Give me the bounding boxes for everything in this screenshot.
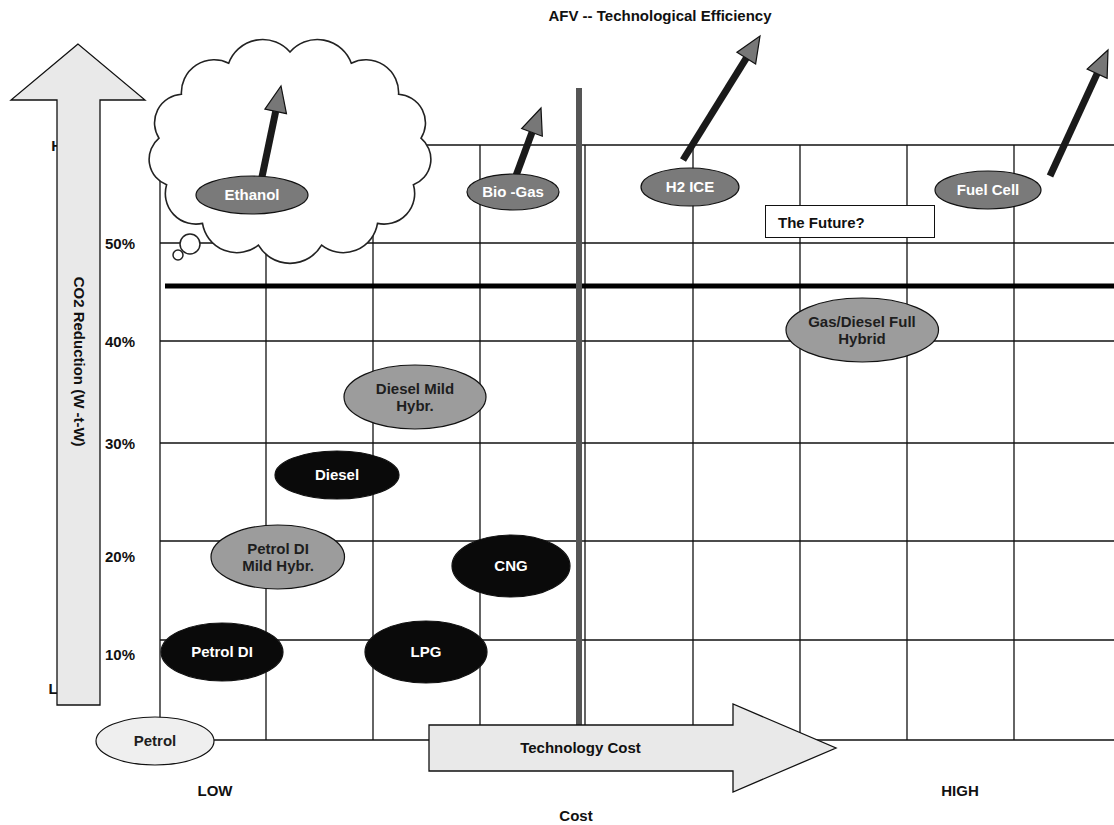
node-text: Ethanol: [225, 186, 280, 203]
ellipse-shape: [275, 451, 399, 499]
node-text: Bio -Gas: [482, 183, 544, 200]
trend-arrow-shaft: [1050, 74, 1097, 176]
fuel-ellipse: Ethanol: [195, 175, 309, 215]
thought-bubble: [180, 234, 200, 254]
node-text: Gas/Diesel Full Hybrid: [807, 313, 917, 348]
node-text: Petrol: [134, 732, 177, 749]
tick-label: 20%: [105, 548, 135, 565]
ellipse-shape: [211, 525, 345, 589]
node-text: Technology Cost: [520, 739, 641, 756]
text-area: H2 ICE: [640, 167, 740, 207]
node-text: Fuel Cell: [957, 181, 1020, 198]
node-text: CO2 Reduction (W -t-W): [70, 277, 87, 447]
tick-label: 10%: [105, 646, 135, 663]
fuel-ellipse: CNG: [451, 534, 571, 598]
ellipse-shape: [935, 171, 1041, 209]
ellipse-shape: [641, 168, 739, 206]
node-text: Diesel: [315, 466, 359, 483]
node-text: H2 ICE: [666, 178, 714, 195]
thought-cloud: [149, 40, 431, 264]
trend-arrow-head: [737, 36, 760, 64]
fuel-ellipse: Diesel Mild Hybr.: [343, 364, 487, 430]
fuel-ellipse: Petrol: [95, 716, 215, 766]
cost-divider: [576, 88, 582, 740]
fuel-ellipse: Diesel: [274, 450, 400, 500]
tick-label: 30%: [105, 435, 135, 452]
text-area: LPG: [364, 620, 488, 684]
fuel-ellipse: Petrol DI: [160, 622, 284, 682]
ellipse-shape: [452, 535, 570, 597]
arrow-shape: [11, 44, 145, 705]
node-text: CNG: [494, 557, 527, 574]
node-text: Petrol DI: [191, 643, 253, 660]
text-area: Diesel Mild Hybr.: [343, 364, 487, 430]
ellipse-shape: [96, 717, 214, 765]
fuel-ellipse: LPG: [364, 620, 488, 684]
text-area: Ethanol: [195, 175, 309, 215]
text-area: Bio -Gas: [466, 173, 560, 211]
thought-bubble: [173, 250, 183, 260]
fuel-ellipse: H2 ICE: [640, 167, 740, 207]
node-text: Petrol DI Mild Hybr.: [230, 540, 325, 575]
node-text: Diesel Mild Hybr.: [365, 380, 465, 415]
fuel-ellipse: Fuel Cell: [934, 170, 1042, 210]
text-area: Petrol: [95, 716, 215, 766]
trend-arrow-shaft: [683, 58, 746, 160]
fuel-ellipse: Bio -Gas: [466, 173, 560, 211]
ellipse-shape: [365, 621, 487, 683]
axis-arrow: CO2 Reduction (W -t-W): [10, 42, 146, 708]
text-area: Fuel Cell: [934, 170, 1042, 210]
text-area: Gas/Diesel Full Hybrid: [785, 297, 940, 363]
text-area: Petrol DI: [160, 622, 284, 682]
trend-arrow-head: [265, 86, 287, 114]
axis-arrow: Technology Cost: [428, 703, 838, 793]
fuel-ellipse: Gas/Diesel Full Hybrid: [785, 297, 940, 363]
ellipse-shape: [161, 623, 283, 681]
node-text: LPG: [411, 643, 442, 660]
text-area: Petrol DI Mild Hybr.: [210, 524, 346, 590]
ellipse-shape: [196, 176, 308, 214]
note-box: The Future?: [765, 205, 935, 238]
ellipse-shape: [467, 174, 559, 210]
text-area: CO2 Reduction (W -t-W): [57, 102, 100, 622]
tick-label: 50%: [105, 235, 135, 252]
text-area: Diesel: [274, 450, 400, 500]
axis-level: HIGH: [941, 782, 979, 799]
text-area: Technology Cost: [428, 725, 733, 771]
fuel-ellipse: Petrol DI Mild Hybr.: [210, 524, 346, 590]
chart-title: AFV -- Technological Efficiency: [548, 7, 771, 24]
text-area: CNG: [451, 534, 571, 598]
axis-title: Cost: [559, 807, 592, 824]
trend-arrow-head: [1087, 50, 1108, 78]
trend-arrow-head: [522, 108, 543, 136]
threshold-line: [165, 284, 1114, 289]
ellipse-shape: [344, 365, 486, 429]
text-area: The Future?: [766, 206, 936, 239]
axis-level: LOW: [198, 782, 233, 799]
arrow-shape: [429, 704, 836, 792]
ellipse-shape: [786, 298, 939, 362]
tick-label: 40%: [105, 333, 135, 350]
node-text: The Future?: [778, 214, 865, 231]
